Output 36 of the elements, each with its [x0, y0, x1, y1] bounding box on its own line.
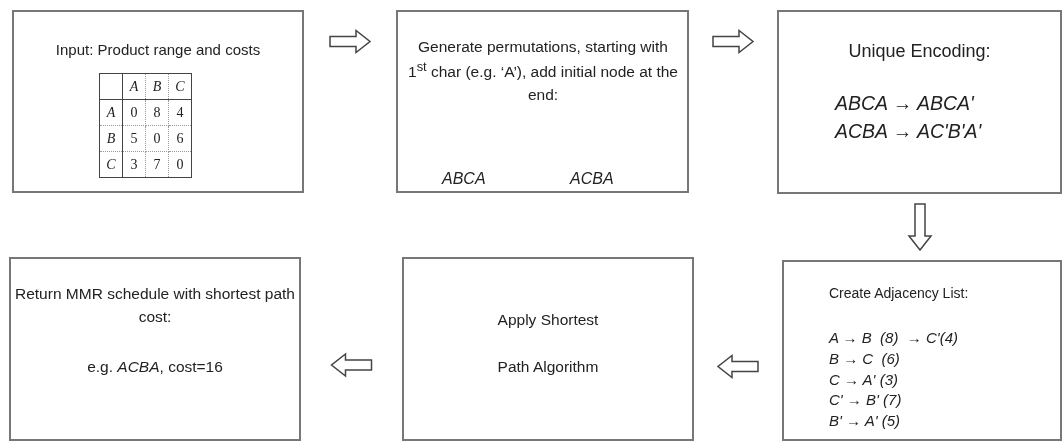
block-arrow: [329, 28, 372, 55]
box-text: ABCA → ABCA': [835, 92, 976, 116]
header-cell: B: [99, 125, 123, 152]
table-cell: 5: [122, 125, 146, 152]
box-text: ABCA: [442, 169, 487, 189]
process-box: [9, 257, 301, 441]
process-box: [396, 10, 689, 193]
box-heading: Unique Encoding:: [847, 40, 992, 63]
box-text: e.g. ACBA, cost=16: [86, 357, 224, 377]
box-heading: Create Adjacency List:: [829, 284, 970, 303]
table-cell: 0: [122, 99, 146, 126]
header-cell: A: [122, 73, 146, 100]
table-cell: 8: [145, 99, 169, 126]
box-heading: Input: Product range and costs: [54, 40, 262, 60]
box-heading: Apply Shortest: [496, 310, 600, 330]
box-text: ACBA: [570, 169, 615, 189]
process-box: [777, 10, 1062, 194]
block-arrow: [907, 203, 933, 252]
box-text: ACBA → AC'B'A': [835, 120, 983, 144]
table-cell: 0: [145, 125, 169, 152]
box-text: A → B (8) → C'(4): [829, 328, 959, 348]
box-text: Path Algorithm: [496, 357, 600, 377]
block-arrow: [712, 28, 755, 55]
box-text: C' → B' (7): [829, 390, 903, 410]
box-text: B' → A' (5): [829, 411, 901, 431]
process-box: [782, 260, 1062, 441]
block-arrow: [716, 353, 759, 380]
box-text: C → A' (3): [829, 370, 899, 390]
process-box: [402, 257, 694, 441]
header-cell: A: [99, 99, 123, 126]
box-text: B → C (6): [829, 349, 901, 369]
box-heading: Return MMR schedule with shortest path cost:: [14, 284, 296, 328]
header-cell: B: [145, 73, 169, 100]
box-heading: Generate permutations, starting with 1$^{st}$ char (e.g. ‘A’), add initial node at the end:: [408, 37, 678, 106]
process-box: [12, 10, 304, 193]
block-arrow: [330, 352, 373, 378]
